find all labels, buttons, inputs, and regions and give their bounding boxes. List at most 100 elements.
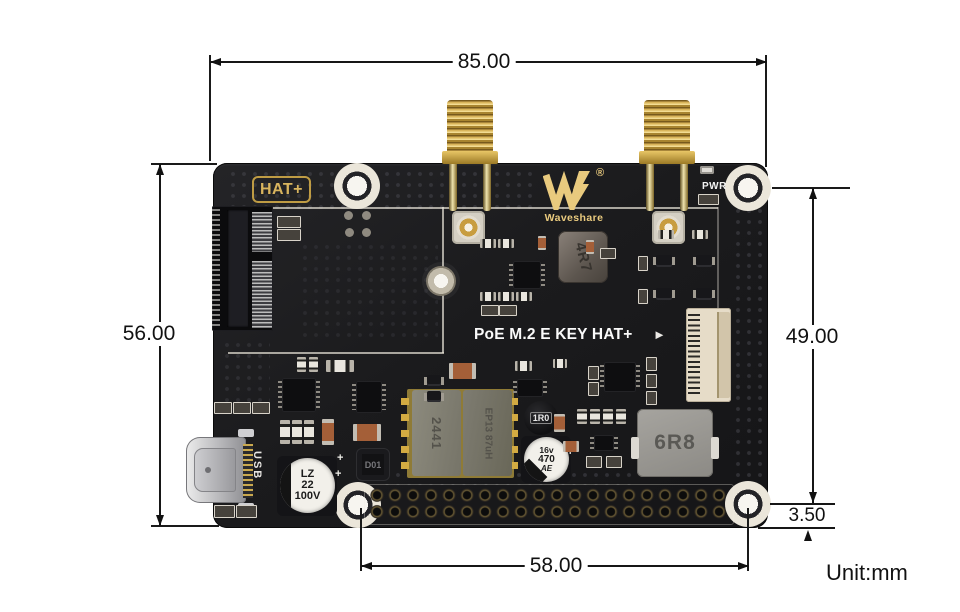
resistor: [590, 409, 600, 424]
usb-label: USB: [251, 451, 263, 481]
m2-contact-pins: [252, 212, 272, 252]
sma-connector-left-base: [442, 151, 498, 164]
extension-line: [360, 508, 362, 571]
transformer-winding: EP13 87uH: [463, 390, 512, 476]
gpio-silkscreen: [364, 484, 734, 525]
capacitor: [563, 441, 579, 452]
transistor: [653, 288, 675, 300]
extension-line: [209, 55, 211, 161]
arrowhead-right-icon: [756, 57, 767, 66]
dim-width-value: 85.00: [452, 50, 516, 74]
arrowhead-right-icon: [738, 561, 749, 570]
resistor: [577, 409, 587, 424]
resistor: [638, 256, 648, 271]
extension-line: [765, 55, 767, 167]
inductor-1r0: 1R0: [524, 401, 558, 435]
via-dots: [222, 340, 270, 406]
resistor: [233, 402, 251, 414]
resistor: [638, 289, 648, 304]
resistor: [280, 420, 290, 444]
resistor: [606, 456, 622, 468]
test-pad: [362, 211, 371, 220]
transistor: [653, 255, 675, 267]
arrowhead-up-icon: [804, 530, 812, 541]
m2-socket-pads: [212, 209, 220, 328]
solder-tab: [631, 437, 639, 459]
resistor: [515, 361, 532, 371]
capacitor: [554, 414, 565, 432]
sma-leg: [646, 164, 654, 211]
resistor: [698, 194, 719, 205]
silkscreen-line: [228, 352, 444, 354]
resistor: [480, 292, 496, 301]
sma-leg: [449, 164, 457, 211]
capacitor: [322, 419, 334, 445]
usb-c-opening: [194, 448, 236, 492]
resistor: [252, 402, 270, 414]
transistor: [424, 391, 444, 402]
resistor: [236, 505, 257, 518]
pwr-label: PWR: [702, 181, 727, 192]
test-pad: [344, 211, 353, 220]
hat-plus-label: HAT+: [252, 176, 311, 203]
resistor: [553, 359, 567, 368]
hat-plus-text: HAT+: [259, 180, 304, 198]
resistor: [588, 382, 599, 396]
sma-connector-left: [447, 100, 493, 153]
resistor: [603, 409, 613, 424]
sma-leg: [483, 164, 491, 211]
arrowhead-up-icon: [155, 164, 164, 175]
resistor: [588, 366, 599, 380]
arrowhead-left-icon: [210, 57, 221, 66]
ic-chip: [278, 378, 320, 412]
resistor: [480, 239, 496, 248]
resistor: [214, 402, 232, 414]
inductor-6r8: 6R8: [637, 409, 713, 477]
triangle-marker: ►: [653, 327, 666, 342]
resistor: [498, 292, 514, 301]
resistor: [499, 305, 517, 316]
usb-shell-tab: [238, 429, 254, 437]
ic-chip: [509, 261, 545, 289]
via-dots: [382, 169, 532, 209]
resistor: [326, 360, 354, 372]
arrowhead-down-icon: [808, 492, 817, 503]
transistor: [693, 255, 715, 267]
dim-offset-value: 3.50: [788, 505, 826, 526]
dim-holes-h-value: 58.00: [524, 554, 588, 578]
m2-contact-pins: [252, 261, 272, 328]
waveshare-logo-icon: [543, 170, 590, 210]
via-dots: [300, 242, 438, 342]
ffc-latch: [717, 312, 730, 398]
silkscreen-line: [717, 207, 719, 308]
transformer-pins: [512, 398, 518, 472]
m2-standoff-hole: [426, 266, 456, 296]
capacitor-470uf: 16v 470 AE: [524, 437, 569, 482]
sma-connector-right: [644, 100, 690, 153]
arrowhead-down-icon: [155, 515, 164, 526]
capacitor-100v: LZ 22 100V: [280, 458, 335, 513]
dim-height-value: 56.00: [117, 322, 181, 346]
resistor: [277, 216, 301, 228]
transformer-core: 2441: [412, 390, 461, 476]
resistor: [309, 357, 318, 372]
resistor: [214, 505, 235, 518]
resistor: [292, 420, 302, 444]
resistor: [646, 391, 657, 405]
sma-connector-right-base: [639, 151, 695, 164]
resistor: [600, 248, 616, 259]
power-led: [700, 166, 714, 174]
capacitor: [586, 240, 594, 254]
resistor: [658, 230, 674, 239]
extension-line: [151, 163, 217, 165]
mounting-hole-top-right: [725, 165, 771, 211]
resistor: [646, 374, 657, 388]
transistor: [693, 288, 715, 300]
ic-chip: [352, 381, 386, 413]
ffc-pins: [688, 314, 700, 396]
resistor: [498, 239, 514, 248]
dim-offset-line-bottom: [758, 527, 835, 529]
transistor: [424, 375, 444, 386]
board-title: PoE M.2 E KEY HAT+: [474, 326, 633, 343]
cap-polarity-stripe: [280, 458, 291, 513]
